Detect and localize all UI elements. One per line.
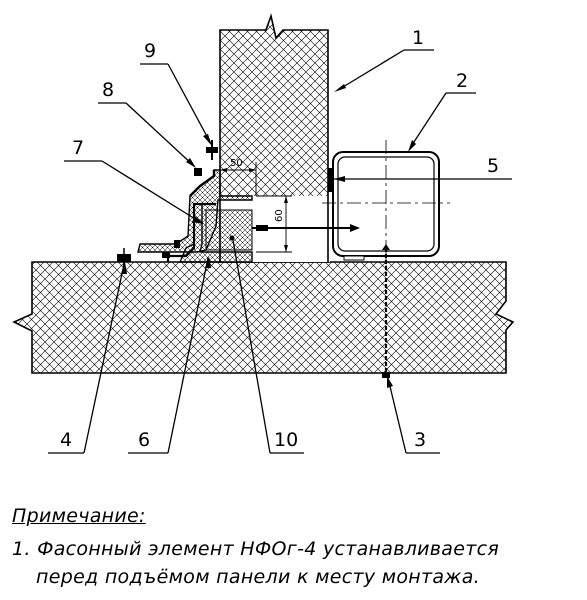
callout-10: 10 xyxy=(274,429,298,451)
callout-6: 6 xyxy=(138,429,150,451)
note-line-1: 1. Фасонный элемент НФОг-4 устанавливает… xyxy=(12,538,500,560)
rivet-4 xyxy=(117,248,131,266)
leader-8: 8 xyxy=(98,79,196,168)
leader-2: 2 xyxy=(408,70,476,152)
rivet-sealant xyxy=(162,240,180,258)
sealing-tape xyxy=(328,168,333,192)
foam-filler xyxy=(205,209,253,251)
dimension-50: 50 xyxy=(219,158,257,196)
callout-5: 5 xyxy=(487,155,499,177)
section-drawing: 50 60 1 2 5 9 8 7 xyxy=(12,13,515,454)
note-title: Примечание: xyxy=(12,505,146,527)
rivet-9 xyxy=(206,140,218,160)
horizontal-screw xyxy=(252,224,360,232)
dimension-60: 60 xyxy=(256,195,292,253)
callout-2: 2 xyxy=(456,70,468,92)
callout-9: 9 xyxy=(144,40,156,62)
callout-3: 3 xyxy=(414,429,426,451)
leader-1: 1 xyxy=(334,27,434,92)
vertical-screw xyxy=(382,244,390,378)
rivet-8 xyxy=(194,168,202,176)
leader-10: 10 xyxy=(232,239,304,454)
leader-5: 5 xyxy=(333,155,512,182)
dimension-60-label: 60 xyxy=(274,209,285,222)
leader-3: 3 xyxy=(387,376,440,454)
callout-8: 8 xyxy=(102,79,114,101)
callout-1: 1 xyxy=(412,27,424,49)
callout-7: 7 xyxy=(72,137,84,159)
leader-4: 4 xyxy=(48,262,127,454)
leader-7: 7 xyxy=(64,137,204,224)
note-line-2: перед подъёмом панели к месту монтажа. xyxy=(36,566,481,588)
leader-6: 6 xyxy=(128,256,211,454)
horizontal-panel xyxy=(12,261,515,374)
callout-4: 4 xyxy=(60,429,72,451)
dimension-50-label: 50 xyxy=(230,158,243,169)
leader-9: 9 xyxy=(140,40,212,146)
